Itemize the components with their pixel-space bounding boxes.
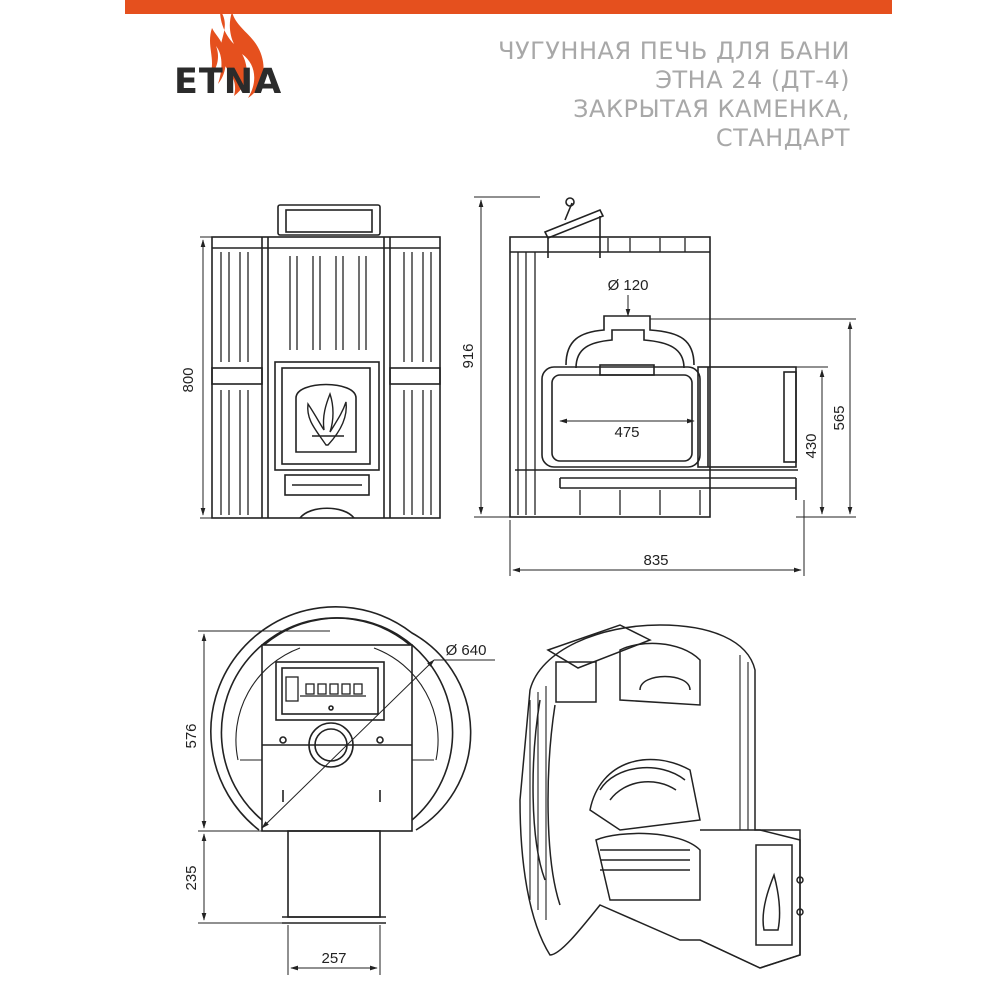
dim-firebox-channel-height: 430 — [803, 433, 820, 458]
brand-logo: ETNA — [172, 6, 302, 116]
title-line: СТАНДАРТ — [715, 124, 850, 152]
top-dimensions — [198, 630, 495, 975]
fire-door-flame-icon — [307, 391, 347, 446]
flame-icon — [210, 10, 264, 98]
cutaway-view — [519, 624, 804, 969]
dim-body-diameter: Ø 640 — [446, 642, 487, 659]
title-line: ЭТНА 24 (ДТ-4) — [655, 66, 850, 94]
side-dimensions — [474, 196, 856, 576]
page-title: ЧУГУННАЯ ПЕЧЬ ДЛЯ БАНИ ЭТНА 24 (ДТ-4) ЗА… — [430, 37, 850, 153]
dim-tunnel-width: 257 — [321, 950, 346, 967]
dim-top-view-depth: 576 — [183, 723, 200, 748]
top-view — [210, 605, 472, 924]
dim-tunnel-length: 235 — [183, 865, 200, 890]
dim-side-channel-height: 565 — [831, 405, 848, 430]
dim-front-height: 800 — [180, 367, 197, 392]
dim-firebox-length: 475 — [614, 424, 639, 441]
side-view — [509, 197, 798, 518]
brand-name: ETNA — [174, 62, 283, 102]
title-line: ЧУГУННАЯ ПЕЧЬ ДЛЯ БАНИ — [498, 37, 850, 65]
front-height-dimension: 800 — [180, 236, 212, 519]
dim-total-depth: 835 — [643, 552, 668, 569]
dim-side-total-height: 916 — [460, 343, 477, 368]
dim-chimney-diameter: Ø 120 — [608, 277, 649, 294]
top-accent-bar — [125, 0, 892, 14]
front-view — [211, 204, 441, 519]
title-line: ЗАКРЫТАЯ КАМЕНКА, — [573, 95, 850, 123]
